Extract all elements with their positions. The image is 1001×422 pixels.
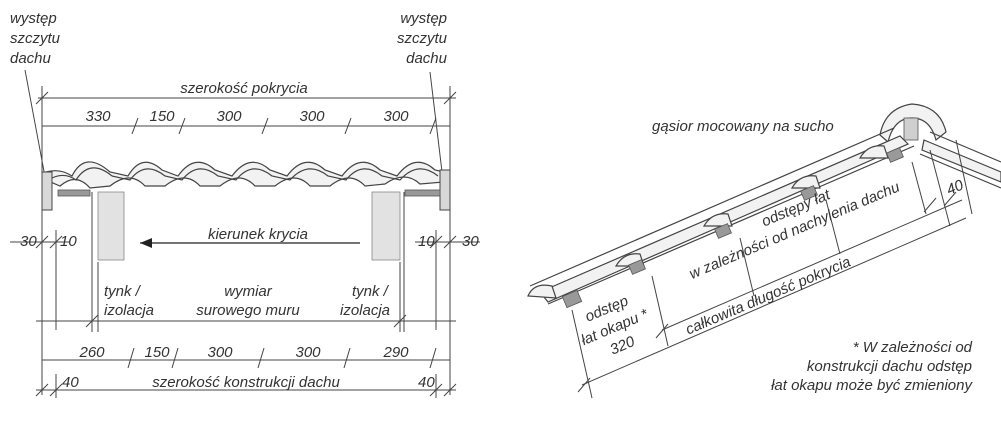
wall-dim-label-1: wymiar [224,283,273,300]
wall-dim-label-2: surowego muru [196,302,300,319]
direction-label: kierunek krycia [208,226,308,243]
batten-3 [714,223,732,239]
bottom-dim-3: 300 [207,344,233,361]
top-dim-4: 300 [299,108,325,125]
bottom-dim-4: 300 [295,344,321,361]
gable-label-right-2: szczytu [397,30,448,47]
plaster-label-left-2: izolacja [104,302,154,319]
gable-label-right-3: dachu [406,50,448,67]
top-dim-3: 300 [216,108,242,125]
plaster-label-right-1: tynk / [352,283,390,300]
structure-width-label: szerokość konstrukcji dachu [152,374,340,391]
batten-4 [800,185,818,201]
eave-ridge-section-drawing: gąsior mocowany na sucho [527,103,1001,399]
ridge-dim-value: 40 [944,176,967,198]
batten-spacing-dim-line [661,199,963,331]
ridge-label: gąsior mocowany na sucho [652,118,834,135]
direction-arrow-head [140,238,152,248]
tile-profile [41,161,451,211]
gable-section-drawing: występ szczytu dachu występ szczytu dach… [10,10,480,398]
total-length-dim-line [581,217,967,386]
side-dim-left-outer: 30 [20,233,37,250]
note-line-2: konstrukcji dachu odstęp [807,358,972,375]
top-dim-5: 300 [383,108,409,125]
gable-label-left-2: szczytu [10,30,61,47]
roof-slope-left [527,127,915,305]
bottom-dim-5: 290 [382,344,409,361]
note-line-1: * W zależności od [853,339,973,356]
top-dim-2: 150 [149,108,175,125]
batten-1 [561,289,583,309]
side-dim-right-outer: 30 [462,233,479,250]
end-dim-left: 40 [62,374,79,391]
ridge-tile [879,103,947,144]
roof-slope-right [919,131,1001,189]
wall-left [97,191,125,261]
end-dim-right: 40 [418,374,435,391]
note-line-3: łat okapu może być zmieniony [771,377,973,394]
gable-label-left-3: dachu [10,50,52,67]
batten-5 [886,147,904,163]
plaster-label-left-1: tynk / [104,283,142,300]
side-dim-left-inner: 10 [60,233,77,250]
bottom-dim-1: 260 [78,344,105,361]
gable-label-left-1: występ [10,10,57,27]
top-dim-1: 330 [85,108,111,125]
cover-width-label: szerokość pokrycia [180,80,308,97]
gable-label-right-1: występ [400,10,447,27]
plaster-label-right-2: izolacja [340,302,390,319]
batten-2 [628,259,646,275]
side-dim-right-inner: 10 [418,233,435,250]
wall-right [371,191,401,261]
bottom-dim-2: 150 [144,344,170,361]
